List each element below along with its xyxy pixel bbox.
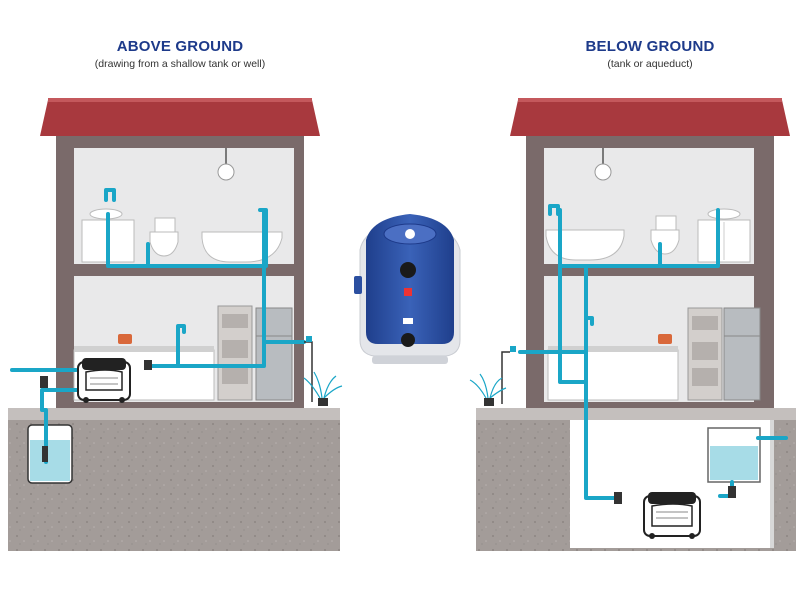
pump-icon (354, 214, 460, 364)
lamp-icon (218, 164, 234, 180)
left-well-water (30, 440, 70, 481)
right-roof (510, 100, 790, 136)
left-pump (78, 358, 130, 403)
left-house (8, 98, 342, 551)
tap-icon (306, 336, 312, 342)
left-ground-surface (8, 408, 340, 420)
toilet-icon (155, 218, 175, 232)
sprinkler-icon (304, 372, 342, 398)
fridge-icon (256, 308, 292, 400)
right-pump (644, 492, 700, 539)
right-house (470, 98, 796, 551)
left-roof (40, 100, 320, 136)
